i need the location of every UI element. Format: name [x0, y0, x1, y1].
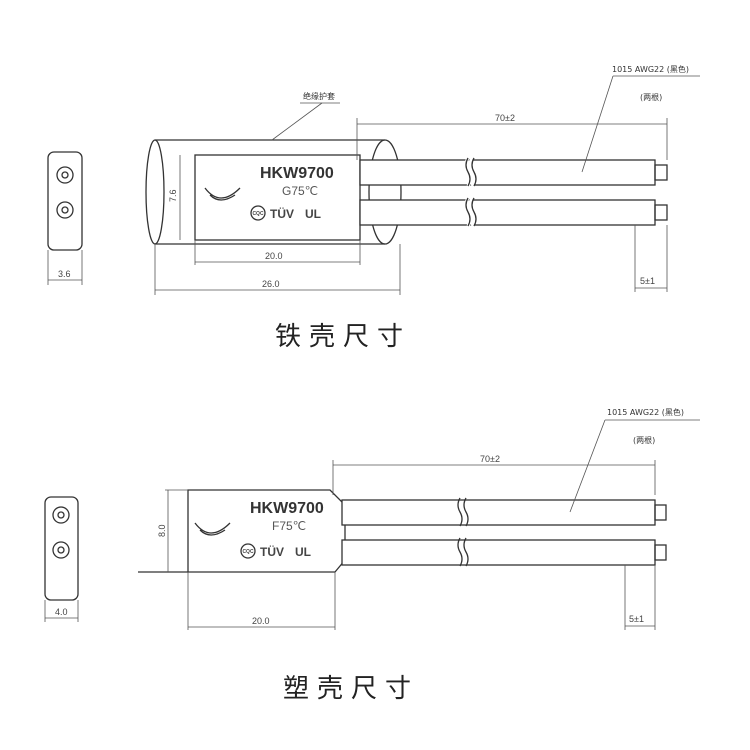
- sleeve-label: 绝缘护套: [303, 91, 335, 101]
- plastic-case-title: 塑壳尺寸: [283, 674, 419, 704]
- ul-mark: UL: [305, 207, 321, 221]
- ccc-mark-icon: [250, 205, 266, 221]
- plastic-dimensions: 70±2 20.0 5±1: [187, 454, 656, 630]
- plastic-wires: 1015 AWG22 (黑色) (两根): [341, 407, 700, 567]
- rating-label: F75℃: [272, 519, 306, 533]
- metal-case-drawing: 3.6 绝缘护套 HKW9700 G75℃ CQC TÜV UL 7.6: [47, 64, 700, 352]
- plastic-body: 8.0 HKW9700 F75℃ CQC TÜV UL: [138, 489, 346, 573]
- wire-count: (两根): [633, 435, 655, 445]
- body-length-dim: 20.0: [252, 616, 270, 626]
- body-length-dim: 20.0: [265, 251, 283, 261]
- plastic-side-view: 4.0: [44, 496, 79, 622]
- metal-wires: 1015 AWG22 (黑色) (两根): [359, 64, 700, 227]
- metal-dimensions: 70±2 20.0 26.0 5±1: [154, 113, 668, 295]
- lead-length-dim: 70±2: [480, 454, 500, 464]
- wire-count: (两根): [640, 92, 662, 102]
- height-dim: 8.0: [157, 524, 167, 537]
- ccc-mark: CQC: [242, 549, 254, 555]
- lead-length-dim: 70±2: [495, 113, 515, 123]
- plastic-case-drawing: 4.0 8.0 HKW9700 F75℃ CQC TÜV UL 1015 AWG…: [44, 407, 700, 704]
- thickness-dim: 4.0: [55, 607, 68, 617]
- model-label: HKW9700: [260, 165, 334, 182]
- tuv-mark: TÜV: [260, 544, 284, 559]
- metal-side-view: 3.6: [47, 151, 83, 285]
- height-dim: 7.6: [168, 189, 178, 202]
- model-label: HKW9700: [250, 500, 324, 517]
- brand-logo-icon: [194, 522, 231, 536]
- metal-sleeve: 绝缘护套 HKW9700 G75℃ CQC TÜV UL 7.6: [145, 91, 402, 245]
- sleeve-length-dim: 26.0: [262, 279, 280, 289]
- metal-case-title: 铁壳尺寸: [275, 322, 411, 352]
- ccc-mark: CQC: [252, 211, 264, 217]
- thickness-dim: 3.6: [58, 269, 71, 279]
- wire-spec: 1015 AWG22 (黑色): [607, 407, 684, 417]
- tuv-mark: TÜV: [270, 206, 294, 221]
- strip-length-dim: 5±1: [629, 614, 644, 624]
- strip-length-dim: 5±1: [640, 276, 655, 286]
- ccc-mark-icon: [240, 543, 256, 559]
- ul-mark: UL: [295, 545, 311, 559]
- rating-label: G75℃: [282, 184, 318, 198]
- wire-spec: 1015 AWG22 (黑色): [612, 64, 689, 74]
- brand-logo-icon: [204, 187, 241, 201]
